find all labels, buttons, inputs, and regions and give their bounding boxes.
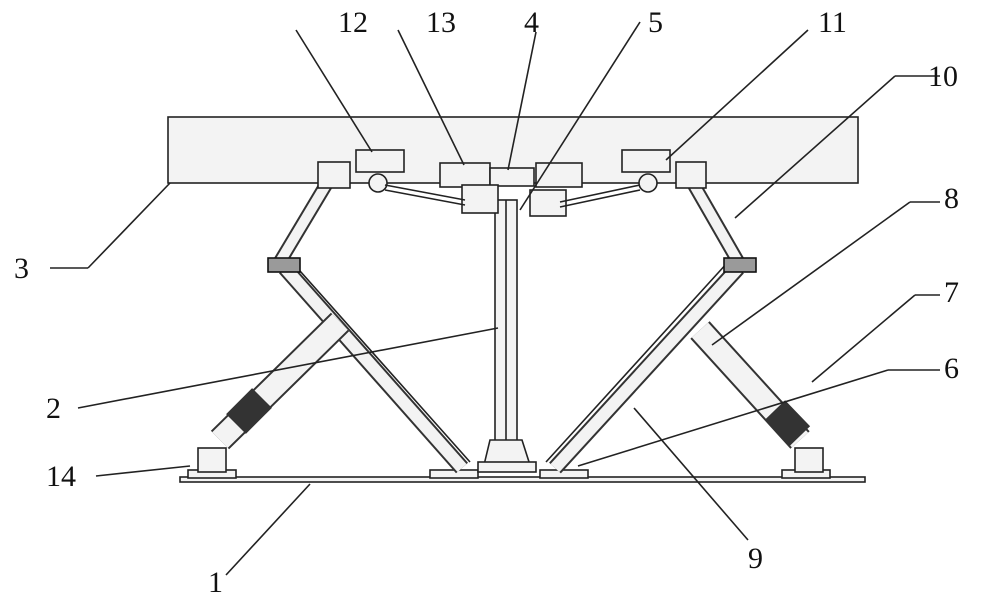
callout-4: 4 [524, 6, 539, 39]
callout-8: 8 [944, 182, 959, 215]
callout-7: 7 [944, 276, 959, 309]
callout-12: 12 [338, 6, 368, 39]
left-leg [267, 174, 471, 474]
left-actuator [197, 312, 350, 473]
callout-2: 2 [46, 392, 61, 425]
callout-9: 9 [748, 542, 763, 575]
base-plate [179, 469, 866, 483]
right-leg [545, 174, 757, 474]
callout-13: 13 [426, 6, 456, 39]
right-actuator [690, 321, 824, 473]
callout-11: 11 [818, 6, 847, 39]
central-column [477, 199, 537, 473]
callout-labels: 1 2 3 4 5 6 7 8 9 10 11 12 13 14 [14, 6, 959, 599]
callout-3: 3 [14, 252, 29, 285]
callout-5: 5 [648, 6, 663, 39]
callout-6: 6 [944, 352, 959, 385]
callout-10: 10 [928, 60, 958, 93]
top-joints [317, 149, 707, 217]
callout-1: 1 [208, 566, 223, 599]
leader-lines [50, 21, 940, 576]
callout-14: 14 [46, 460, 76, 493]
